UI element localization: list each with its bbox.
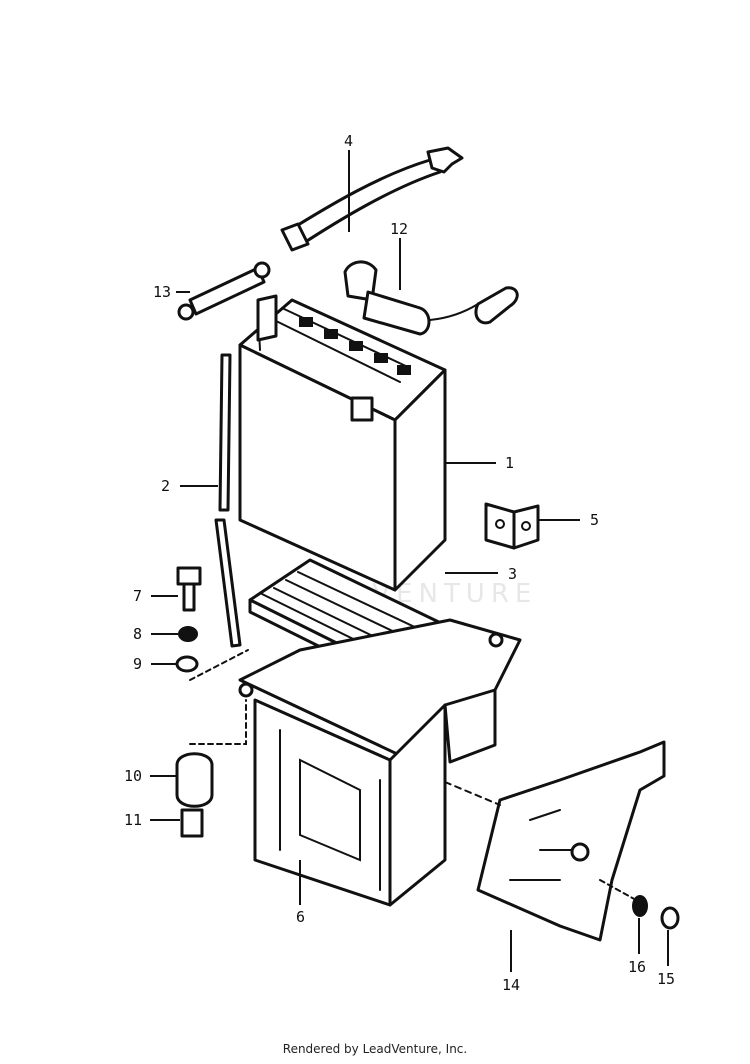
bolt — [176, 566, 202, 612]
callout-6: 6 — [296, 908, 305, 926]
footer-credit: Rendered by LeadVenture, Inc. — [282, 1042, 468, 1056]
callout-4: 4 — [344, 132, 353, 150]
callout-10: 10 — [124, 767, 142, 785]
callout-7: 7 — [133, 587, 142, 605]
battery-case — [238, 618, 522, 907]
callout-5: 5 — [590, 511, 599, 529]
leader-lines — [150, 150, 669, 972]
callout-14: 14 — [502, 976, 520, 994]
nut — [632, 895, 648, 917]
callouts: 1 2 3 4 5 6 7 8 9 10 11 12 13 14 15 16 — [124, 132, 675, 994]
mounting-plate — [476, 740, 666, 942]
breather-tube — [214, 353, 242, 648]
callout-8: 8 — [133, 625, 142, 643]
callout-13: 13 — [153, 283, 171, 301]
negative-cable — [177, 261, 271, 321]
spring-washer — [660, 906, 680, 930]
rubber-cushion — [175, 752, 214, 808]
collar — [180, 808, 204, 838]
callout-12: 12 — [390, 220, 408, 238]
positive-terminal-cable — [343, 260, 519, 336]
callout-11: 11 — [124, 811, 142, 829]
callout-3: 3 — [508, 565, 517, 583]
callout-2: 2 — [161, 477, 170, 495]
callout-1: 1 — [505, 454, 514, 472]
battery — [238, 294, 447, 592]
battery-strap — [280, 146, 464, 252]
small-bracket — [484, 502, 540, 550]
callout-16: 16 — [628, 958, 646, 976]
flat-washer — [175, 655, 199, 673]
lock-washer — [178, 626, 198, 642]
callout-15: 15 — [657, 970, 675, 988]
callout-9: 9 — [133, 655, 142, 673]
